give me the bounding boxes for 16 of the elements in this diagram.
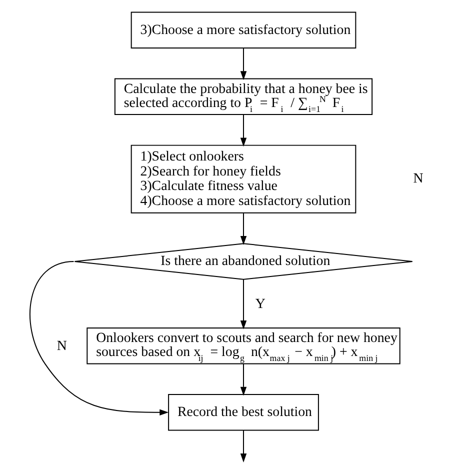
arrow (240, 212, 246, 245)
node-box: 3)Choose a more satisfactory solution (130, 12, 356, 49)
edge-label: N (56, 339, 66, 354)
arrow (240, 48, 246, 80)
node-box: Onlookers convert to scouts and search for new honey sources based on x$_{ij}$ = log$_{g}$ n(x$_{max j}$ − x$_{min j}$) + x$_{min j}$ (86, 327, 400, 364)
node-box: Record the best solution (168, 394, 318, 431)
arrow (240, 363, 246, 396)
edge-label: Y (254, 296, 265, 312)
label: N (412, 172, 423, 187)
arrow (240, 114, 246, 147)
arrow (240, 278, 246, 330)
node-box: 1)Select onlookers 2)Search for honey fields 3)Calculate fitness value 4)Choose a more satisfactory solution (130, 144, 356, 214)
node-diamond: Is there an abandoned solution (74, 243, 412, 280)
arrow (29, 260, 168, 416)
node-box: Calculate the probability that a honey bee is selected according to P$_{i}$ = F$_{i}$ / ∑$_{i=1}$$^{N}$ F$_{i}$ (114, 78, 372, 116)
arrow (240, 430, 246, 462)
